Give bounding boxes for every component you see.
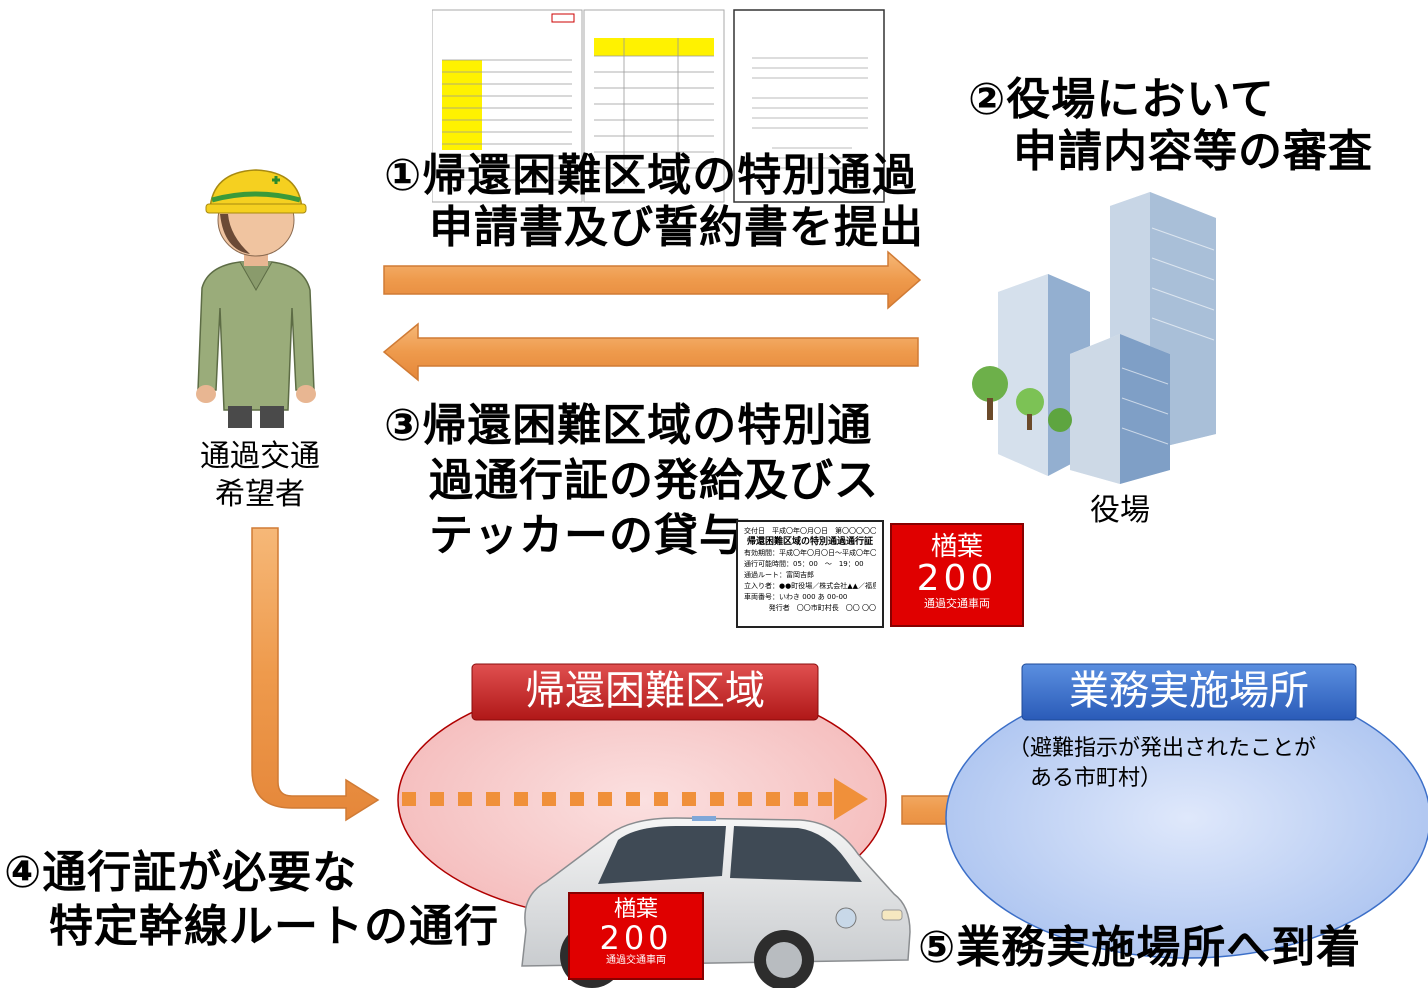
arrow-route (251, 527, 380, 822)
route-dashes (402, 778, 868, 820)
document-icon (431, 8, 886, 204)
restricted-zone-title: 帰還困難区域 (525, 668, 765, 714)
car-plate-region: 楢葉 (613, 897, 658, 922)
arrow-issue (382, 322, 919, 382)
car-plate-caption: 通過交通車両 (606, 955, 666, 966)
step-4-text: ④通行証が必要な 特定幹線ルートの通行 (4, 847, 499, 952)
permit-vehicle: 車両番号：いわき 000 あ 00-00 (744, 593, 848, 601)
permit-entrant: 立入り者：●●町役場／株式会社▲▲／福島太郎 (744, 582, 876, 590)
permit-card: 交付日 平成〇年〇月〇日 第〇〇〇〇〇号 帰還困難区域の特別通過通行証 有効期間… (736, 520, 884, 628)
car-plate-number: 200 (599, 919, 673, 957)
applicant-label: 通過交通 希望者 (200, 439, 320, 512)
car-sticker-plate: 楢葉 200 通過交通車両 (568, 892, 704, 980)
arrow-submit (383, 250, 922, 310)
permit-hours: 通行可能時間：05：00 ～ 19：00 (744, 560, 864, 568)
permit-validity: 有効期間：平成〇年〇月〇日～平成〇年〇月〇日 (744, 549, 876, 557)
permit-route: 通過ルート：富岡吉郎 (744, 571, 814, 579)
sticker-plate: 楢葉 200 通過交通車両 (890, 523, 1024, 627)
plate-region: 楢葉 (930, 532, 983, 562)
plate-number: 200 (916, 558, 998, 599)
office-label: 役場 (1090, 493, 1150, 528)
step-2-text: ②役場において 申請内容等の審査 (968, 74, 1373, 177)
step-1-text: ①帰還困難区域の特別通過 申請書及び誓約書を提出 (384, 150, 924, 253)
worker-icon (180, 158, 330, 430)
step-5-text: ⑤業務実施場所へ到着 (918, 922, 1362, 973)
step-3-text: ③帰還困難区域の特別通 過通行証の発給及びス テッカーの貸与 (384, 400, 879, 561)
permit-title: 帰還困難区域の特別通過通行証 (746, 537, 873, 547)
workplace-note: （避難指示が発出されたことが ある市町村） (1008, 736, 1317, 791)
permit-issuer: 発行者 〇〇市町村長 〇〇 〇〇 (768, 604, 876, 612)
workplace-zone-title: 業務実施場所 (1069, 668, 1309, 714)
office-building-icon (960, 188, 1260, 484)
permit-header: 交付日 平成〇年〇月〇日 第〇〇〇〇〇号 (744, 527, 876, 535)
plate-caption: 通過交通車両 (924, 597, 990, 610)
